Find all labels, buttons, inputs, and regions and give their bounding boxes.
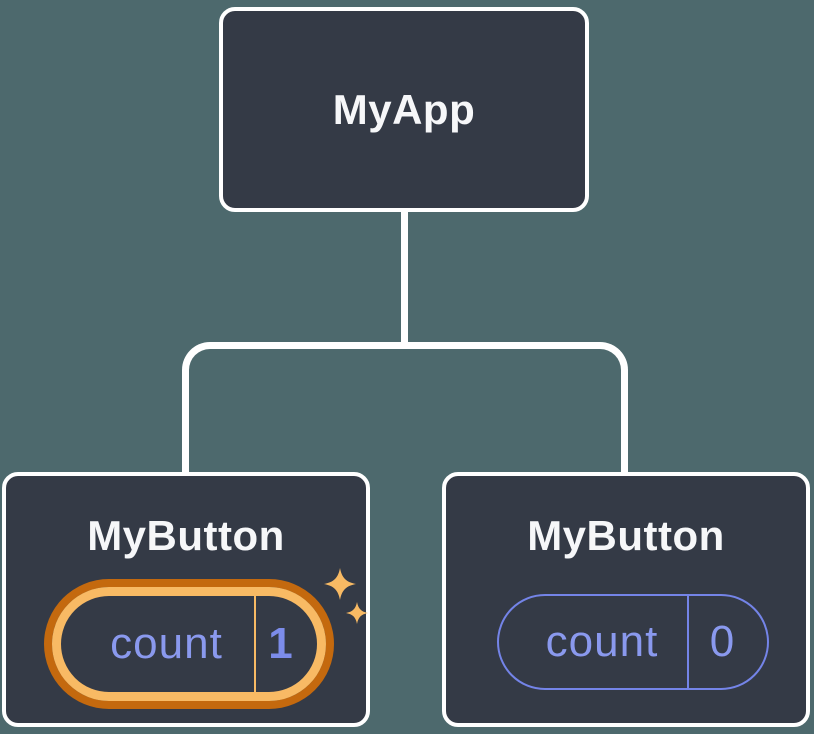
state-pill-highlighted: count 1 <box>52 587 326 701</box>
state-pill: count 0 <box>497 594 769 690</box>
state-value: 0 <box>709 617 735 666</box>
pill-divider <box>687 596 689 688</box>
node-mybutton-2-label: MyButton <box>527 512 725 559</box>
connector-stem <box>401 210 408 349</box>
node-mybutton-1: MyButton count 1 <box>2 472 370 727</box>
node-mybutton-2: MyButton count 0 <box>442 472 810 727</box>
sparkle-icon <box>324 568 356 600</box>
state-name: count <box>110 619 223 668</box>
pill-divider <box>254 596 256 692</box>
sparkle-icon-small <box>346 602 368 624</box>
state-name: count <box>545 617 659 666</box>
node-myapp: MyApp <box>219 7 589 212</box>
node-myapp-label: MyApp <box>332 85 476 133</box>
state-value: 1 <box>268 619 293 668</box>
node-mybutton-1-label: MyButton <box>87 512 285 559</box>
connector-branch <box>182 342 628 473</box>
